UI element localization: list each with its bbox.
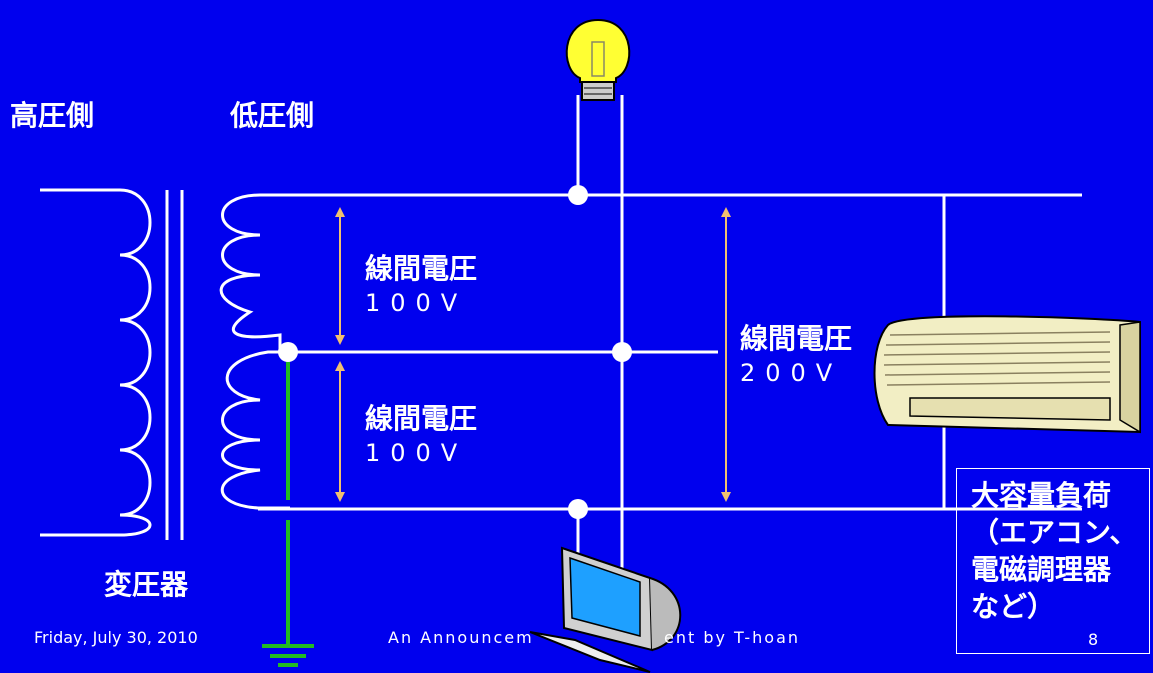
computer-icon xyxy=(529,546,682,673)
transformer-core xyxy=(165,190,184,540)
junction-dots xyxy=(278,185,632,519)
voltage-upper-label: 線間電圧 100V xyxy=(365,252,477,320)
voltage-total-value: 200V xyxy=(740,359,843,387)
voltage-lower-value: 100V xyxy=(365,439,468,467)
junction-top xyxy=(568,185,588,205)
light-bulb-icon xyxy=(565,18,631,101)
ground-symbol-icon xyxy=(262,644,314,667)
voltage-arrows xyxy=(335,207,731,502)
load-line-1: 大容量負荷 xyxy=(971,479,1112,512)
primary-coil xyxy=(40,188,152,537)
load-line-4: など） xyxy=(971,590,1056,623)
voltage-upper-value: 100V xyxy=(365,289,468,317)
junction-bottom xyxy=(568,499,588,519)
voltage-upper-title: 線間電圧 xyxy=(365,252,478,285)
transformer-label: 変圧器 xyxy=(104,568,189,601)
voltage-total-label: 線間電圧 200V xyxy=(740,322,852,390)
voltage-total-title: 線間電圧 xyxy=(740,322,853,355)
voltage-lower-label: 線間電圧 100V xyxy=(365,402,477,470)
large-load-box: 大容量負荷 （エアコン、 電磁調理器 など） xyxy=(956,468,1150,654)
load-line-2: （エアコン、 xyxy=(971,516,1138,549)
secondary-coil xyxy=(219,193,290,510)
load-line-3: 電磁調理器 xyxy=(971,553,1112,586)
junction-neutral-mid xyxy=(612,342,632,362)
low-side-label: 低圧側 xyxy=(230,99,315,132)
voltage-lower-title: 線間電圧 xyxy=(365,402,478,435)
footer-center-text-end: ent by T-hoan xyxy=(664,628,801,647)
high-side-label: 高圧側 xyxy=(10,99,95,132)
junction-neutral-left xyxy=(278,342,298,362)
footer-center-text: An Announcem xyxy=(388,628,534,647)
page-number: 8 xyxy=(1088,630,1099,649)
footer-date: Friday, July 30, 2010 xyxy=(34,628,198,647)
air-conditioner-icon xyxy=(873,315,1141,434)
